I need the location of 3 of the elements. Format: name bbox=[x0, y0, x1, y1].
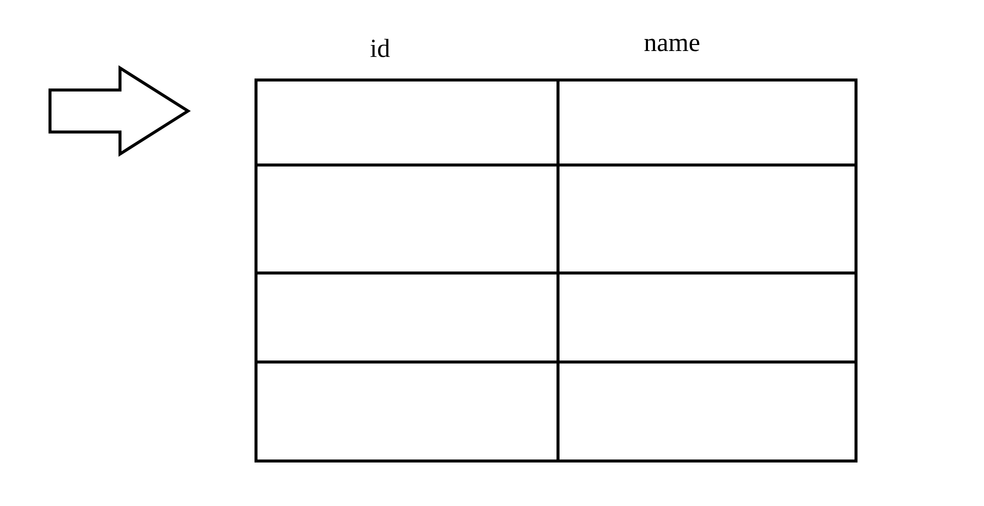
column-header: id bbox=[370, 38, 390, 58]
table bbox=[254, 78, 858, 462]
column-header: name bbox=[644, 38, 700, 52]
